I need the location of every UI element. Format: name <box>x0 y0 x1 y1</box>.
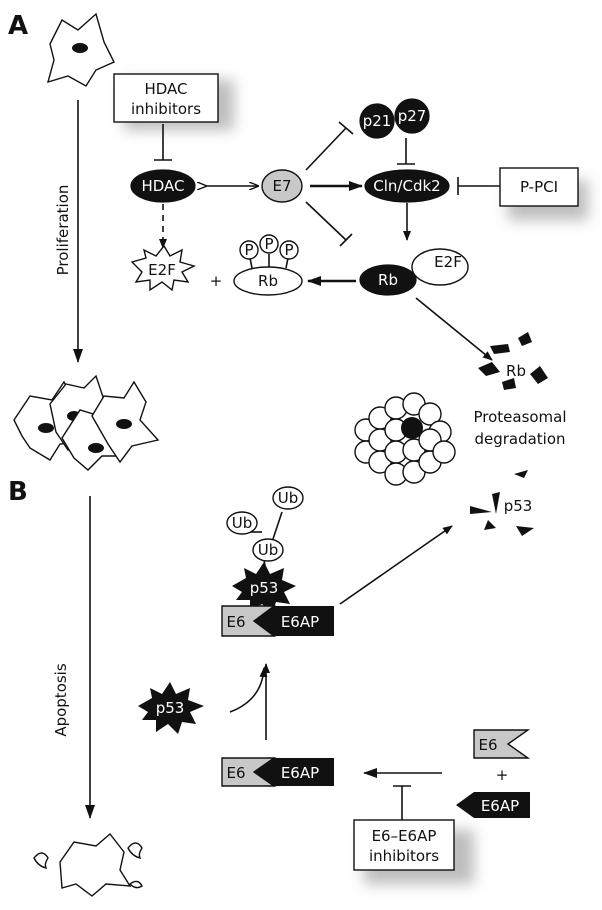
e2f-complex-node <box>411 248 469 286</box>
p53-fragments <box>470 470 534 536</box>
dividing-cells-icon <box>13 374 160 471</box>
e2f-starburst <box>130 244 196 292</box>
p21-label: p21 <box>363 112 392 130</box>
apoptosis-label: Apoptosis <box>52 663 70 737</box>
p53-free-label: p53 <box>156 699 185 717</box>
ub-node-3 <box>252 538 284 562</box>
proteasome-icon <box>354 392 456 486</box>
e6ap-free-label: E6AP <box>481 797 519 815</box>
complex-to-degradation-arrow <box>339 525 453 605</box>
panel-label-b: B <box>8 477 28 507</box>
ub-node-1 <box>272 486 304 510</box>
e7-inhibits-p21-line <box>305 127 347 171</box>
p21-node <box>359 103 395 139</box>
proteasomal-line2: degradation <box>474 430 565 448</box>
e6-lower-label: E6 <box>226 764 245 782</box>
svg-text:Ub: Ub <box>258 541 279 559</box>
e6-e6ap-complex-upper <box>221 605 334 637</box>
hdac-inhibitors-line2: inhibitors <box>131 100 201 118</box>
e6-e6ap-inhibitors-line2: inhibitors <box>369 847 439 865</box>
phospho-rb-label: Rb <box>258 272 278 290</box>
e6-e6ap-inhibitors-box <box>353 819 455 871</box>
p53-bound-label: p53 <box>250 579 279 597</box>
p-pci-label: P-PCI <box>520 178 558 196</box>
e6ap-free-shape <box>456 792 530 818</box>
e6ap-upper-label: E6AP <box>281 613 319 631</box>
hdac-inhibitors-line1: HDAC <box>144 80 187 98</box>
p53-free-starburst <box>138 682 204 734</box>
hdac-inhibitors-box <box>113 73 219 123</box>
hdac-label: HDAC <box>141 177 184 195</box>
svg-text:P: P <box>244 241 253 259</box>
svg-text:P: P <box>284 241 293 259</box>
p-pci-box <box>499 167 579 207</box>
e6-free-label: E6 <box>478 736 497 754</box>
cln-cdk2-node <box>364 169 450 203</box>
proteasomal-line1: Proteasomal <box>473 408 566 426</box>
plus-sign-a: + <box>210 272 223 290</box>
svg-text:Ub: Ub <box>232 514 253 532</box>
panel-label-a: A <box>8 11 28 41</box>
e7-label: E7 <box>272 177 291 195</box>
e2f-complex-label: E2F <box>434 253 462 271</box>
proliferation-label: Proliferation <box>54 185 72 276</box>
plus-sign-b: + <box>496 766 509 784</box>
p27-node <box>394 98 430 134</box>
e7-inhibits-rb-line <box>305 201 347 241</box>
p53-fragment-label: p53 <box>504 497 533 515</box>
e6-upper-label: E6 <box>226 613 245 631</box>
p53-bound-starburst <box>232 562 296 614</box>
cln-cdk2-label: Cln/Cdk2 <box>373 177 440 195</box>
phosphate-2 <box>259 234 279 254</box>
rb-to-degradation-arrow <box>415 297 493 361</box>
rb-fragment-label: Rb <box>506 362 526 380</box>
e6ap-lower-label: E6AP <box>281 764 319 782</box>
e6-free-shape <box>473 729 531 759</box>
phosphate-1 <box>239 240 259 260</box>
ub-node-2 <box>226 511 258 535</box>
e7-node <box>261 169 303 203</box>
rb-fragments <box>478 332 548 390</box>
hdac-node <box>130 169 196 203</box>
e2f-free-label: E2F <box>148 261 176 279</box>
rb-node <box>359 264 417 296</box>
svg-text:P: P <box>264 235 273 253</box>
p53-binding-curve-arrow <box>229 667 268 713</box>
rb-label: Rb <box>378 271 398 289</box>
single-cell-icon <box>46 12 115 87</box>
phospho-rb-node <box>233 266 303 296</box>
e6-e6ap-inhibitors-line1: E6–E6AP <box>372 827 437 845</box>
e6-e6ap-complex-lower <box>221 757 334 787</box>
phosphate-3 <box>279 240 299 260</box>
p27-label: p27 <box>398 107 427 125</box>
apoptotic-cell-icon <box>33 832 143 897</box>
svg-text:Ub: Ub <box>278 489 299 507</box>
